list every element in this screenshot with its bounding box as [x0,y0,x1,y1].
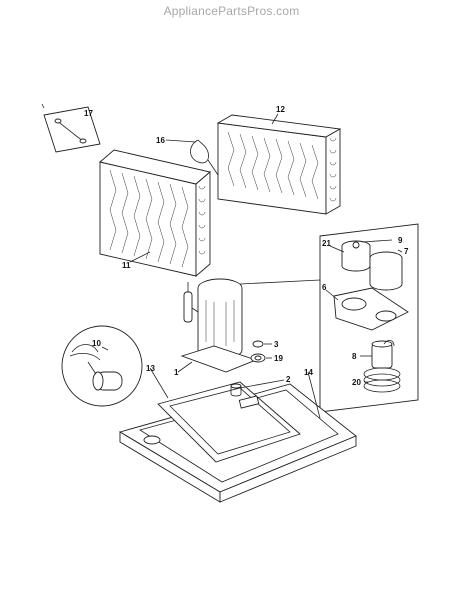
part-19-grommet[interactable] [250,353,272,363]
part-20-clip[interactable] [363,367,401,393]
label-10: 10 [92,339,101,348]
part-9-21-cover[interactable] [341,240,371,272]
part-2-spring[interactable] [230,383,242,397]
label-11: 11 [122,261,131,270]
part-3-nut[interactable] [252,340,272,348]
label-12: 12 [276,105,285,114]
label-14: 14 [304,368,313,377]
label-19: 19 [274,354,283,363]
base-pan[interactable] [118,381,357,503]
part-11-coil[interactable] [99,149,211,277]
label-16: 16 [156,136,165,145]
label-6: 6 [322,283,327,292]
part-12-coil[interactable] [216,114,342,215]
part-7-cap[interactable] [369,251,403,291]
leader-lines [129,113,321,419]
compressor[interactable] [180,278,258,373]
label-9: 9 [398,236,403,245]
site-watermark: AppliancePartsPros.com [163,4,300,18]
label-2: 2 [286,375,291,384]
part-17-inset[interactable] [41,103,101,153]
callout-line-inset [239,279,321,285]
label-17: 17 [84,109,93,118]
label-7: 7 [404,247,409,256]
label-20: 20 [352,378,361,387]
part-10-inset[interactable] [61,325,143,407]
label-13: 13 [146,364,155,373]
part-8-overload[interactable] [371,340,395,369]
label-8: 8 [352,352,357,361]
label-21: 21 [322,239,331,248]
label-1: 1 [174,368,179,377]
label-3: 3 [274,340,279,349]
part-6-gasket[interactable] [333,287,409,331]
compressor-parts-inset [319,223,419,413]
part-16-tube[interactable] [190,139,219,176]
